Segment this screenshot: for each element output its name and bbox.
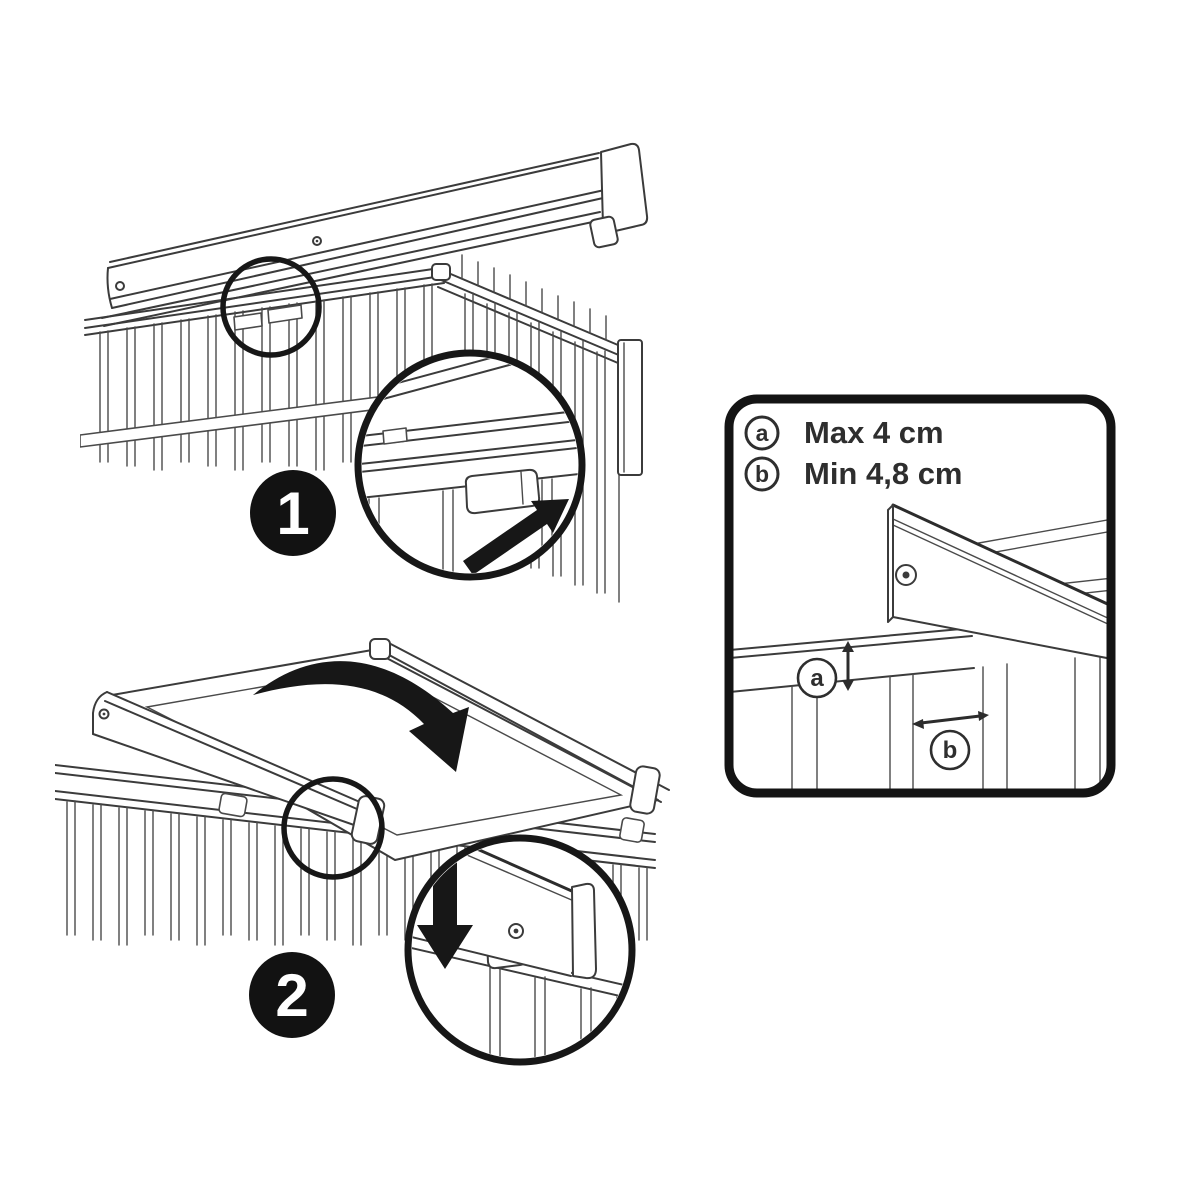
arrow-up-right-icon	[463, 499, 569, 573]
legend-key-b: b	[755, 461, 769, 487]
measure-b: b	[912, 711, 989, 771]
measure-a: a	[796, 641, 854, 699]
dimension-panel: a b a Max 4 cm b Min 4,8 cm	[724, 394, 1116, 798]
magnifier-detail-step1	[354, 349, 586, 581]
topper-tilted-step1	[101, 142, 649, 331]
panel-border	[724, 394, 1116, 798]
highlight-circle-step2	[281, 776, 385, 880]
legend-row-a: a Max 4 cm	[744, 415, 944, 451]
step-number-2: 2	[275, 962, 308, 1029]
rotate-arrow-icon	[253, 661, 469, 772]
figure-step-1: 1	[80, 142, 649, 603]
legend: a Max 4 cm b Min 4,8 cm	[744, 415, 963, 492]
highlight-circle-step1	[220, 256, 322, 358]
arrow-down-icon	[417, 860, 473, 969]
legend-label-b: Min 4,8 cm	[804, 456, 963, 491]
legend-key-a: a	[756, 420, 769, 446]
figure-step-2: 2	[55, 638, 670, 1066]
hook-right-step2	[619, 817, 645, 843]
step-number-1: 1	[276, 480, 309, 547]
step-badge-2: 2	[249, 952, 335, 1038]
callout-a-letter: a	[810, 665, 824, 692]
hook-step1	[589, 215, 619, 249]
knob-icon	[895, 564, 917, 586]
legend-label-a: Max 4 cm	[804, 415, 944, 450]
dimension-drawing: a b	[731, 503, 1109, 791]
legend-row-b: b Min 4,8 cm	[744, 456, 963, 492]
hook-detail-step1	[464, 468, 541, 515]
hook-left-step2	[218, 792, 248, 818]
step-badge-1: 1	[250, 470, 336, 556]
topper-flat-step2	[92, 638, 670, 861]
callout-b-letter: b	[943, 737, 958, 764]
